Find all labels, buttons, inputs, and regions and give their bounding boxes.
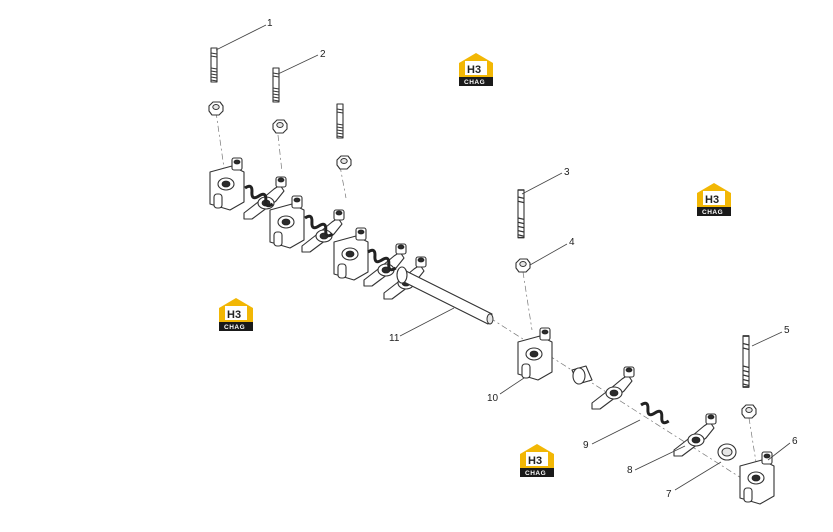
watermark-logo: [520, 444, 554, 477]
callout-2: 2: [320, 49, 326, 60]
callout-3: 3: [564, 167, 570, 178]
spacer-7: [717, 443, 737, 461]
nut: [208, 101, 224, 116]
center-line: [339, 165, 347, 199]
watermark-logo: [459, 53, 493, 86]
callout-7: 7: [666, 489, 672, 500]
rocker-shaft-11: [396, 266, 494, 325]
stud-2b: [336, 103, 344, 139]
center-line: [215, 111, 225, 169]
spacer: [571, 365, 593, 385]
watermark-logo: [219, 298, 253, 331]
center-line: [489, 317, 761, 491]
callout-4: 4: [569, 237, 575, 248]
rocker-arm: [591, 366, 635, 410]
nut: [272, 119, 288, 134]
callout-8: 8: [627, 465, 633, 476]
nut: [336, 155, 352, 170]
callout-1: 1: [267, 18, 273, 29]
stud-1: [210, 47, 218, 83]
callout-6: 6: [792, 436, 798, 447]
callout-9: 9: [583, 440, 589, 451]
center-line: [748, 417, 757, 463]
stud-3: [517, 189, 525, 239]
center-line: [522, 271, 533, 331]
center-line: [277, 134, 283, 173]
callout-10: 10: [487, 393, 499, 404]
nut: [741, 404, 757, 419]
stud-5: [742, 335, 750, 388]
callout-11: 11: [389, 333, 400, 344]
nut-4: [515, 258, 531, 273]
watermark-logo: [697, 183, 731, 216]
leader-lines: [215, 24, 791, 491]
bracket-10: [517, 327, 553, 381]
spring-9: [637, 400, 673, 426]
rocker-assembly: [209, 157, 427, 300]
rocker-arm-8: [673, 413, 717, 457]
callout-5: 5: [784, 325, 790, 336]
stud-2: [272, 67, 280, 103]
